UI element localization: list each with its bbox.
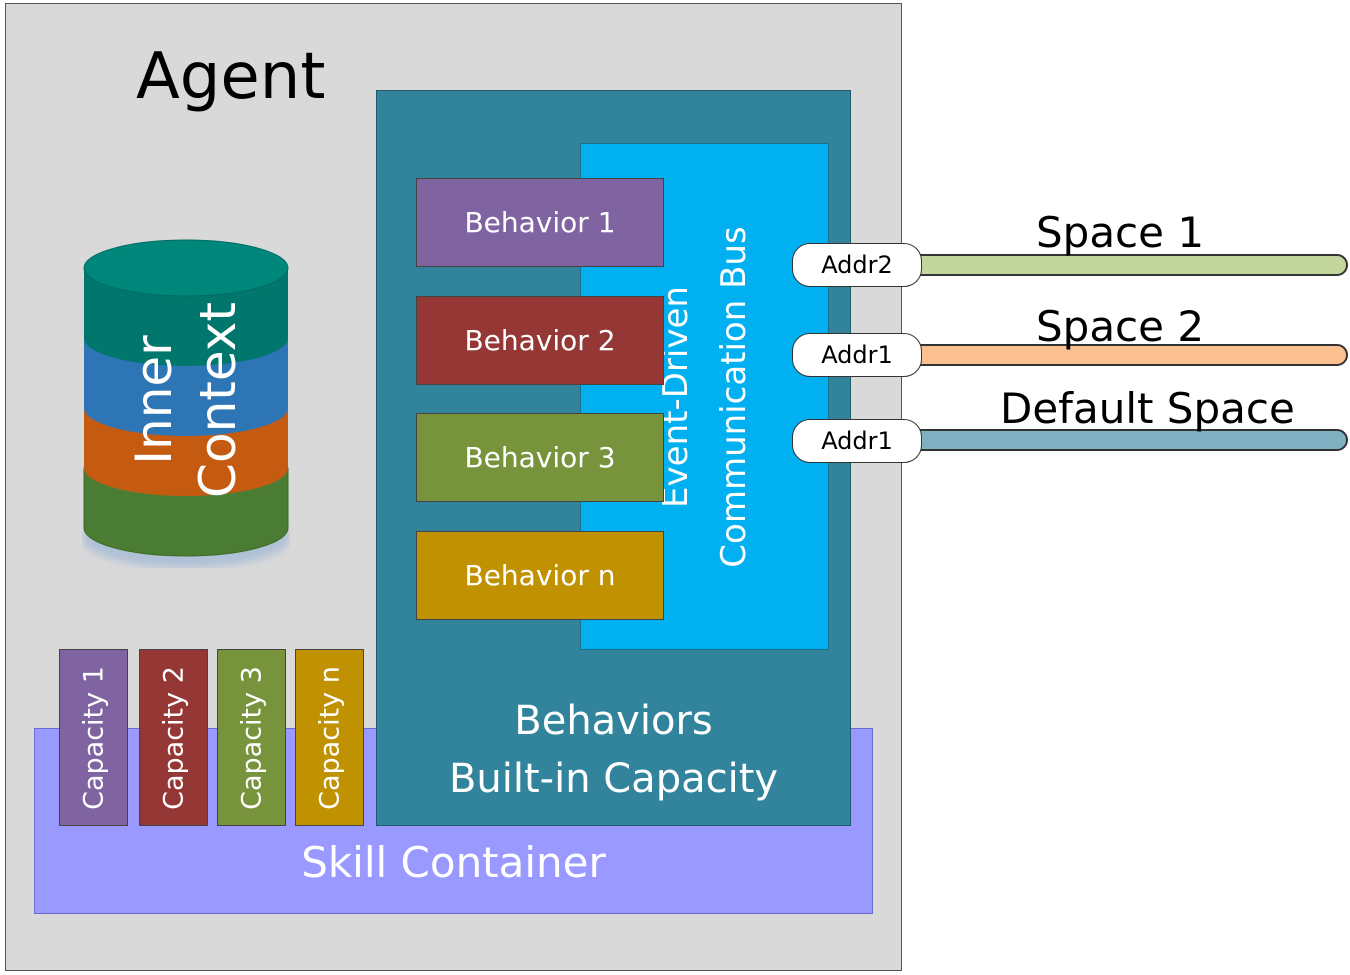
default-space-label: Default Space (1000, 384, 1295, 433)
event-bus-line1: Event-Driven (655, 285, 696, 508)
behaviors-caption-line2: Built-in Capacity (448, 756, 779, 802)
default-space-address: Addr1 (792, 419, 922, 463)
capacity-n-label: Capacity n (314, 665, 345, 810)
skill-container-label: Skill Container (301, 838, 606, 887)
space-2-label: Space 2 (1036, 302, 1205, 351)
event-bus-line2: Communication Bus (713, 225, 754, 568)
capacity-3: Capacity 3 (217, 649, 286, 826)
behavior-2: Behavior 2 (416, 296, 664, 385)
space-1-label: Space 1 (1036, 208, 1205, 257)
capacity-n: Capacity n (295, 649, 364, 826)
agent-title: Agent (136, 40, 326, 114)
space-1-bar (900, 254, 1348, 276)
capacity-2-label: Capacity 2 (158, 665, 189, 810)
behaviors-caption-line1: Behaviors (514, 698, 713, 744)
inner-context-line1: Inner (125, 335, 183, 465)
behavior-1: Behavior 1 (416, 178, 664, 267)
inner-context-line2: Context (189, 302, 247, 498)
behavior-n: Behavior n (416, 531, 664, 620)
behaviors-caption: Behaviors Built-in Capacity (376, 692, 851, 808)
space-2-address: Addr1 (792, 333, 922, 377)
behavior-3: Behavior 3 (416, 413, 664, 502)
capacity-2: Capacity 2 (139, 649, 208, 826)
space-1-address: Addr2 (792, 243, 922, 287)
inner-context-cylinder (82, 239, 290, 568)
capacity-1: Capacity 1 (59, 649, 128, 826)
inner-context-label: Inner Context (82, 250, 290, 550)
capacity-1-label: Capacity 1 (78, 665, 109, 810)
capacity-3-label: Capacity 3 (236, 665, 267, 810)
